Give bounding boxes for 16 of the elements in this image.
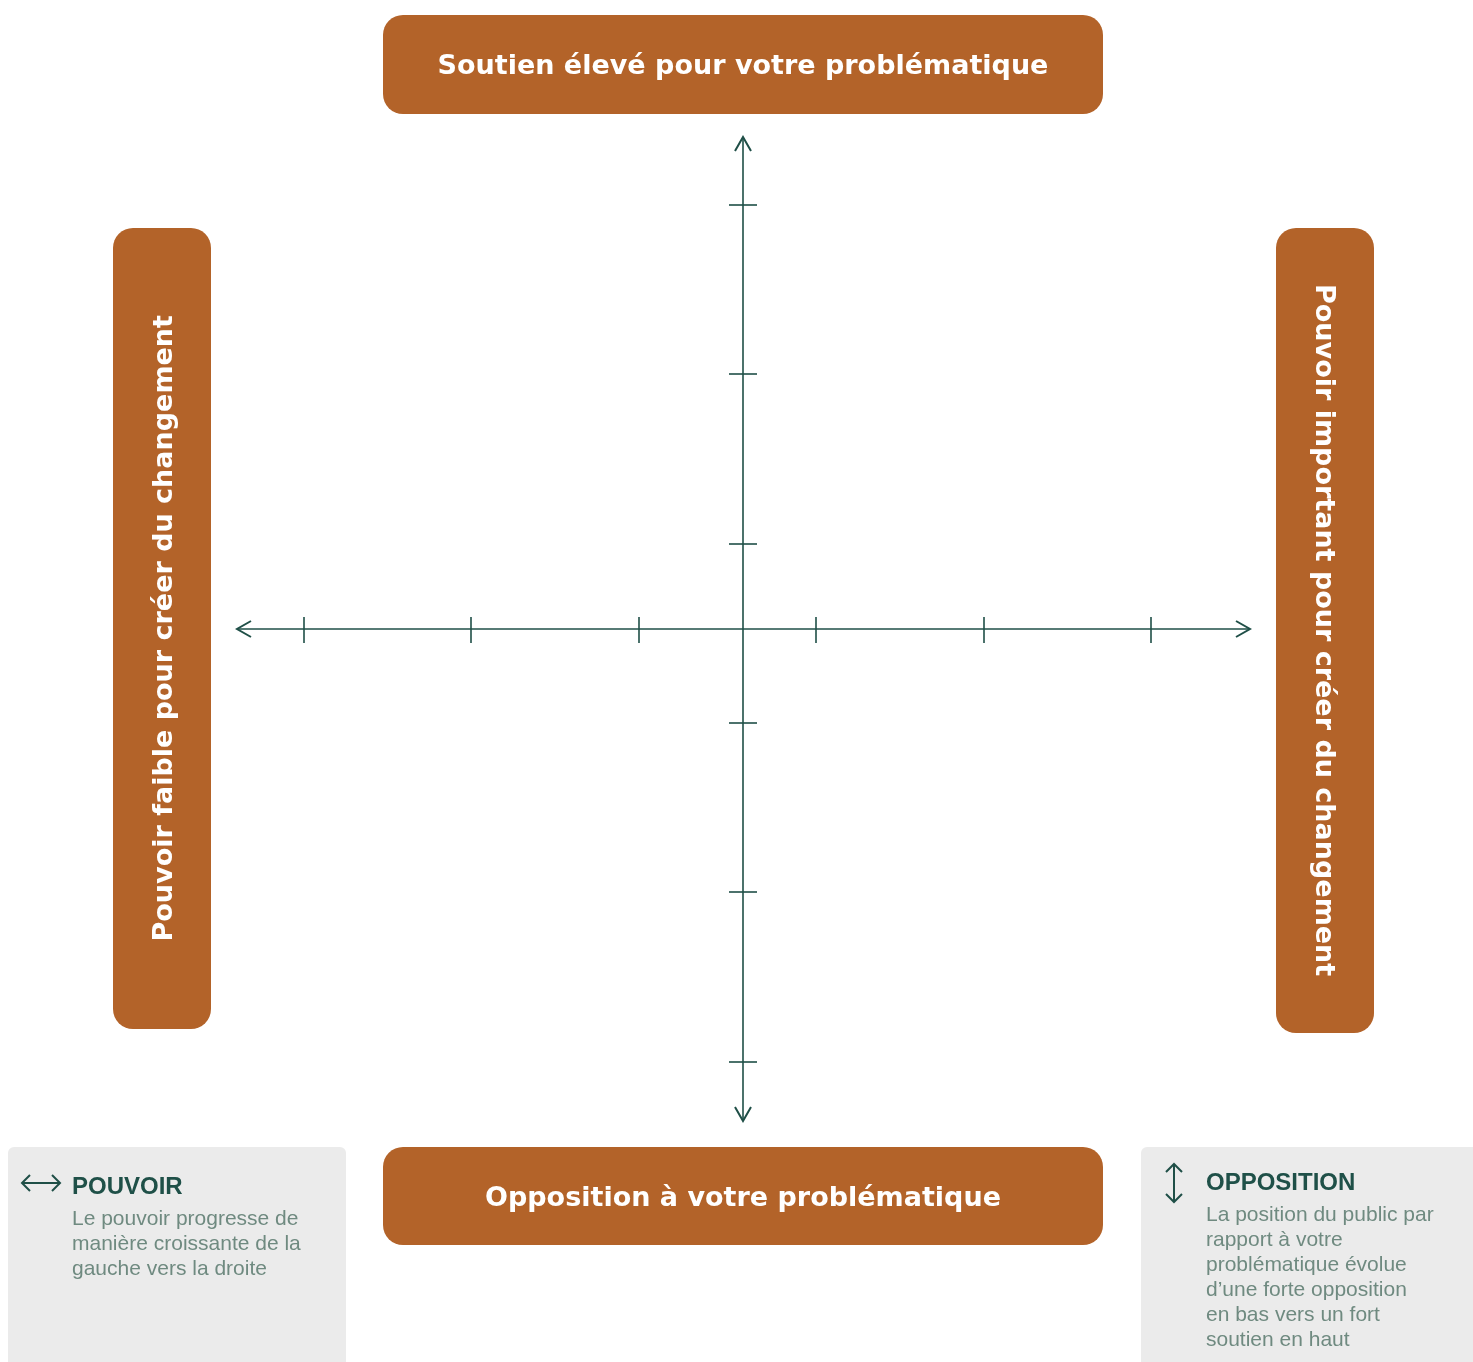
legend-card (8, 1147, 346, 1362)
axis-label: Pouvoir important pour créer du changement (1309, 284, 1341, 977)
axis-label: Pouvoir faible pour créer du changement (146, 315, 178, 942)
axis-arrow (734, 136, 752, 1122)
axis-label-box (383, 15, 1103, 114)
axis-label: Opposition à votre problématique (485, 1180, 1001, 1212)
axis-label-box (113, 228, 211, 1029)
axis-label: Soutien élevé pour votre problématique (437, 49, 1049, 80)
axis-label-box (1276, 228, 1374, 1033)
axis-arrow (236, 620, 1251, 638)
legend-card (1141, 1147, 1473, 1362)
card-text: Le pouvoir progresse de manière croissante de la gauche vers la droite (72, 1205, 302, 1280)
axis-label-box (383, 1147, 1103, 1245)
card-heading: OPPOSITION (1206, 1168, 1356, 1196)
card-heading: POUVOIR (72, 1172, 183, 1200)
card-text: La position du public par rapport à votre problématique évolue d’une forte opposition en bas vers un fort soutien en haut (1206, 1201, 1434, 1351)
